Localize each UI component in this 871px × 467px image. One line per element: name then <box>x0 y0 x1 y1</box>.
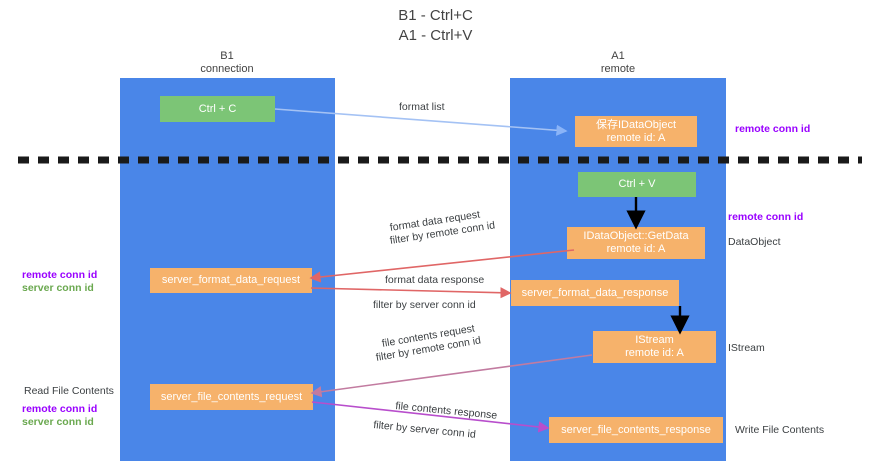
node-ctrl-v-label: Ctrl + V <box>618 178 656 190</box>
edge-file-contents-request <box>310 354 593 398</box>
node-server-format-data-response-label: server_format_data_response <box>521 286 669 299</box>
node-server-file-contents-request[interactable]: server_file_contents_request <box>150 384 313 410</box>
edge-format-data-request <box>309 249 575 283</box>
node-server-file-contents-request-label: server_file_contents_request <box>160 390 303 403</box>
column-header-b1-name: B1 <box>220 50 234 62</box>
annotation-left-server-conn-id-2: server conn id <box>22 416 94 428</box>
node-server-file-contents-response-label: server_file_contents_response <box>561 423 711 436</box>
edge-label-format-data-response: format data response <box>385 274 485 286</box>
node-ctrl-v[interactable]: Ctrl + V <box>578 172 696 197</box>
annotation-right-write-file-contents: Write File Contents <box>735 424 825 436</box>
node-istream-label: IStream <box>635 334 674 346</box>
edge-label-format-list: format list <box>399 101 445 113</box>
edge-label-format-data-response-filter: filter by server conn id <box>373 299 476 312</box>
filter-prefix: filter by <box>373 299 410 311</box>
page-title-line1: B1 - Ctrl+C <box>398 7 473 24</box>
page-title-line2: A1 - Ctrl+V <box>398 27 473 44</box>
filter-key-server-conn-id: server conn id <box>409 299 476 311</box>
node-istream[interactable]: IStream remote id: A <box>593 331 716 363</box>
column-header-a1-sub: remote <box>600 63 636 75</box>
annotation-left-remote-conn-id-2: remote conn id <box>22 403 98 415</box>
node-server-format-data-response[interactable]: server_format_data_response <box>511 280 679 306</box>
node-ctrl-c-label: Ctrl + C <box>198 102 237 115</box>
edge-format-data-response <box>310 287 512 299</box>
annotation-left-remote-conn-id: remote conn id <box>22 269 98 281</box>
node-istream-sub: remote id: A <box>625 347 684 359</box>
node-save-dataobject[interactable]: 保存IDataObject remote id: A <box>575 116 697 147</box>
annotation-right-remote-conn-top: remote conn id <box>735 123 811 135</box>
annotation-left-server-conn-id: server conn id <box>22 282 94 294</box>
edge-file-contents-response <box>311 401 550 433</box>
node-ctrl-c[interactable]: Ctrl + C <box>160 96 275 122</box>
edge-format-list <box>274 108 568 136</box>
annotation-right-dataobject: DataObject <box>728 236 781 248</box>
annotation-right-remote-conn-mid: remote conn id <box>728 211 804 223</box>
annotation-right-istream: IStream <box>728 342 765 354</box>
node-save-dataobject-sub: remote id: A <box>606 131 666 144</box>
node-getdata-sub: remote id: A <box>606 243 666 255</box>
column-header-b1: B1 connection <box>152 50 302 76</box>
page-title: B1 - Ctrl+C A1 - Ctrl+V <box>0 6 871 46</box>
annotation-left-read-file-contents: Read File Contents <box>24 385 114 397</box>
node-server-format-data-request-label: server_format_data_request <box>161 274 301 286</box>
column-header-b1-sub: connection <box>200 63 254 75</box>
column-header-a1-name: A1 <box>611 50 625 62</box>
node-server-file-contents-response[interactable]: server_file_contents_response <box>549 417 723 443</box>
column-header-a1: A1 remote <box>543 50 693 76</box>
node-getdata[interactable]: IDataObject::GetData remote id: A <box>567 227 705 259</box>
node-getdata-label: IDataObject::GetData <box>583 230 689 242</box>
node-save-dataobject-label: 保存IDataObject <box>595 118 677 131</box>
node-server-format-data-request[interactable]: server_format_data_request <box>150 268 312 293</box>
